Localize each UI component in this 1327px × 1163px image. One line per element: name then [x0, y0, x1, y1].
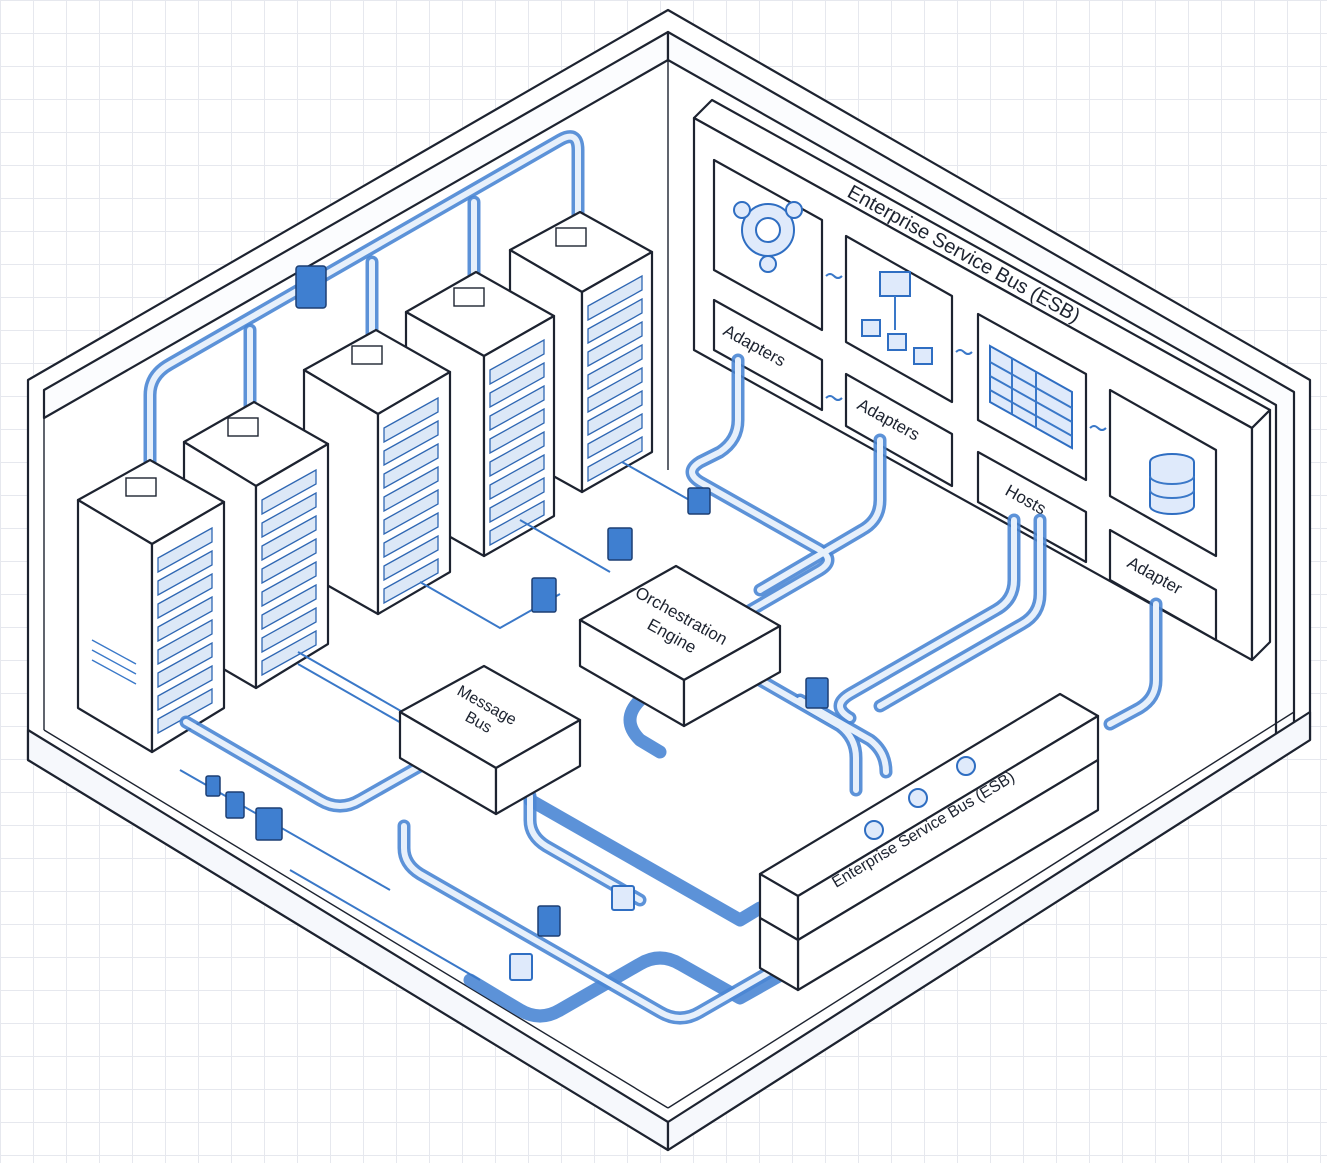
rack-drive-slot — [489, 361, 545, 409]
rack-drive-slot — [383, 557, 439, 605]
floor-connector-6 — [537, 905, 561, 937]
hierarchy-icon — [861, 271, 933, 365]
rack-drive-slot — [261, 537, 317, 585]
rack-drive-slot — [261, 514, 317, 562]
panel-tile-spreadsheet — [976, 312, 1088, 482]
floor-connector-8 — [225, 791, 245, 819]
rack-drive-slot — [587, 274, 643, 322]
rack-drive-slot — [489, 499, 545, 547]
rack-drive-slot — [383, 442, 439, 490]
floor-connector-3 — [531, 577, 557, 613]
rack-drive-slot — [261, 629, 317, 677]
overhead-pipe — [143, 130, 585, 512]
gear-icon — [864, 756, 976, 840]
rack-drive-slot — [157, 572, 213, 620]
rack-drive-slot — [383, 396, 439, 444]
rack-drive-slot — [261, 468, 317, 516]
rack-drive-slot — [587, 412, 643, 460]
rack-drive-slot — [489, 384, 545, 432]
pipe-junction-box — [295, 265, 327, 309]
rack-drive-slot — [489, 453, 545, 501]
rack-drive-slot — [157, 549, 213, 597]
floor-connector-2 — [687, 487, 711, 515]
hosts-box: Hosts — [976, 450, 1088, 564]
rack-drive-slot — [383, 488, 439, 536]
orchestration-engine-box: Orchestration Engine — [578, 564, 782, 728]
rack-drive-slot — [157, 664, 213, 712]
esb-wall-panel: Enterprise Service Bus (ESB) — [692, 98, 1272, 662]
rack-drive-slot — [157, 618, 213, 666]
rack-drive-slot — [383, 534, 439, 582]
spreadsheet-icon — [989, 344, 1073, 450]
adapter-box: Adapter — [1108, 528, 1218, 642]
rack-drive-slot — [383, 465, 439, 513]
server-rack-1 — [76, 458, 226, 754]
rack-drive-slot — [587, 297, 643, 345]
floor-connector-7 — [205, 775, 221, 797]
panel-tile-gears — [712, 158, 824, 332]
rack-drive-slot — [261, 583, 317, 631]
rack-drive-slot — [157, 595, 213, 643]
rack-drive-slot — [587, 389, 643, 437]
rack-drive-slot — [489, 430, 545, 478]
rack-drive-slot — [489, 476, 545, 524]
rack-drive-slot — [383, 419, 439, 467]
rack-drive-slot — [489, 338, 545, 386]
rack-drive-slot — [261, 560, 317, 608]
floor-connector-4 — [805, 677, 829, 709]
rack-drive-slot — [587, 343, 643, 391]
rack-drive-slot — [157, 641, 213, 689]
rack-drive-slot — [587, 366, 643, 414]
panel-tile-database — [1108, 388, 1218, 558]
rack-drive-slot — [489, 407, 545, 455]
rack-drive-slot — [261, 606, 317, 654]
floor-connector-9 — [611, 885, 635, 911]
rack-drive-slot — [157, 687, 213, 735]
floor-connector-5 — [255, 807, 283, 841]
rack-drive-slot — [587, 435, 643, 483]
database-icon — [1149, 453, 1195, 515]
floor-connector-1 — [607, 527, 633, 561]
rack-drive-slot — [157, 526, 213, 574]
rack-drive-slot — [383, 511, 439, 559]
floor-pipes — [179, 353, 1163, 1025]
rack-drive-slot — [261, 491, 317, 539]
floor-connector-10 — [509, 953, 533, 981]
panel-tile-hierarchy — [844, 234, 954, 404]
gear-cluster-icon — [733, 201, 803, 273]
message-bus-box: Message Bus — [398, 664, 582, 816]
rack-drive-slot — [587, 320, 643, 368]
